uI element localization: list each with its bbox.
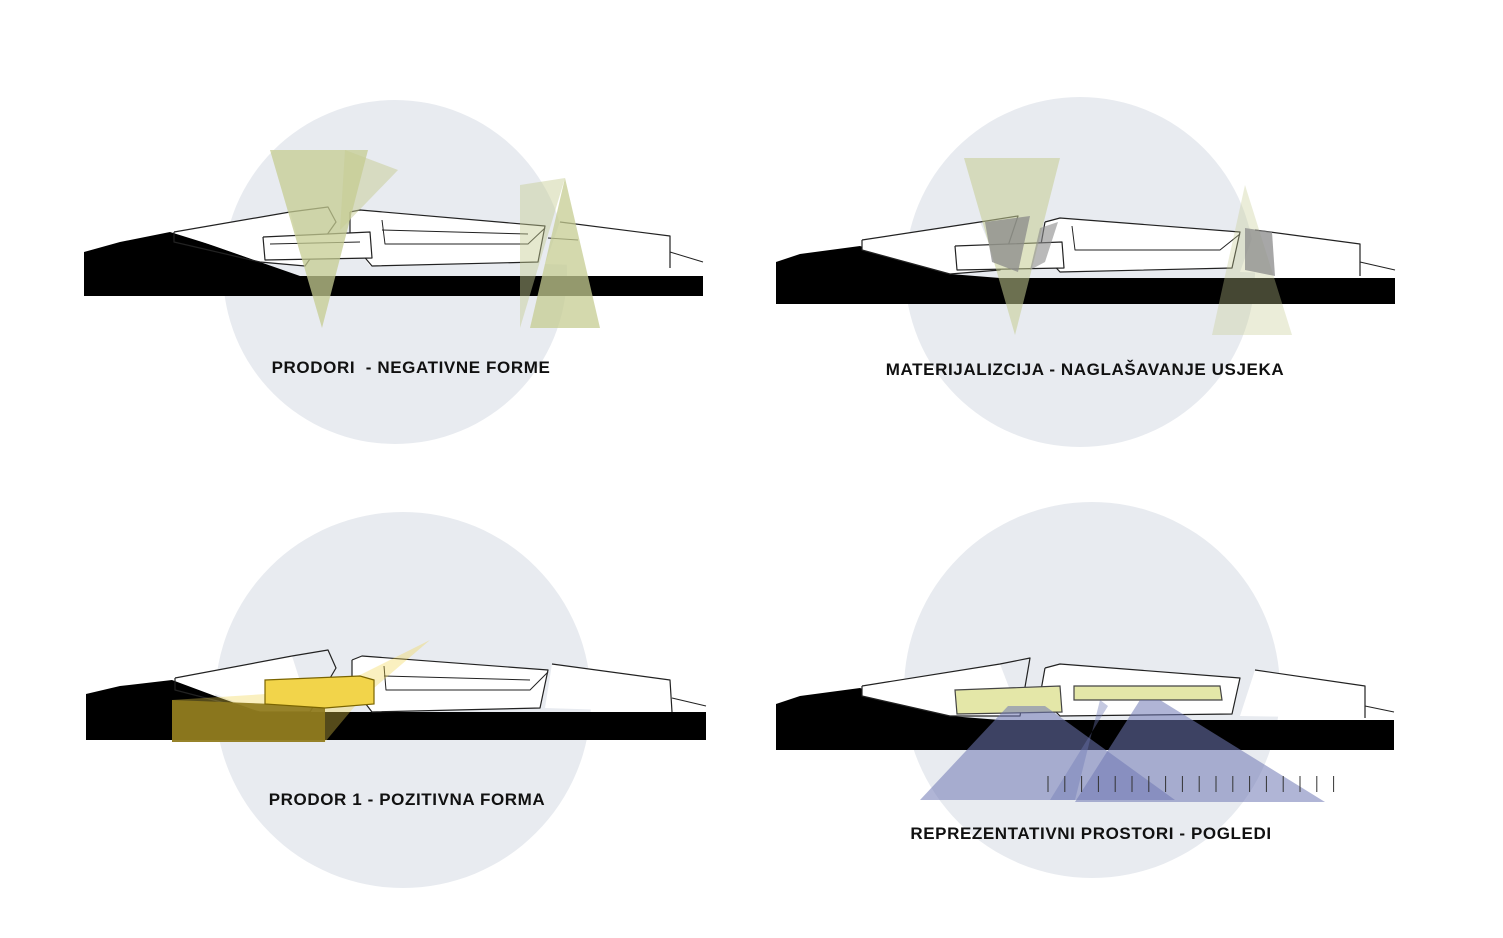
negative-form-cone-2-face bbox=[520, 178, 565, 328]
terrain-line-right bbox=[671, 697, 707, 707]
caption-panel-1: PRODORI - NEGATIVNE FORME bbox=[271, 358, 551, 377]
terrain-line-right bbox=[1359, 261, 1396, 271]
caption-panel-3: PRODOR 1 - POZITIVNA FORMA bbox=[268, 790, 546, 809]
caption-panel-2: MATERIJALIZCIJA - NAGLAŠAVANJE USJEKA bbox=[885, 360, 1285, 379]
panel-1-section bbox=[84, 206, 704, 296]
building-right-outline bbox=[1254, 669, 1366, 718]
positive-form-underground bbox=[172, 700, 325, 742]
building-mid bbox=[352, 656, 548, 712]
building-mid-inner2 bbox=[381, 229, 529, 235]
ground-mass bbox=[776, 688, 1394, 750]
building-mid-inner bbox=[1071, 225, 1241, 251]
cut-surface-1 bbox=[985, 216, 1030, 272]
terrain-line-right bbox=[1364, 705, 1395, 713]
view-cone-1b bbox=[1050, 700, 1108, 800]
building-mid-inner bbox=[381, 219, 546, 245]
building-mid-inner2 bbox=[383, 675, 531, 681]
negative-form-cone-1-face bbox=[340, 150, 398, 230]
negative-form-cone-2 bbox=[530, 178, 600, 328]
cut-surface-2 bbox=[1030, 222, 1058, 270]
building-mid-inner bbox=[383, 665, 549, 691]
building-right-outline bbox=[551, 663, 673, 713]
caption-panel-4: REPREZENTATIVNI PROSTORI - POGLEDI bbox=[910, 824, 1272, 843]
view-cone-2 bbox=[1075, 700, 1325, 802]
representative-space-2 bbox=[1073, 685, 1223, 701]
positive-form-volume bbox=[264, 675, 375, 709]
positive-form-projection bbox=[172, 640, 430, 742]
terrain-line-right bbox=[669, 251, 704, 263]
building-right-outline bbox=[1254, 229, 1361, 276]
panel-2-section bbox=[776, 215, 1396, 304]
ground-mass bbox=[776, 246, 1395, 304]
building-mid bbox=[1040, 218, 1240, 272]
cut-surface-3 bbox=[1245, 228, 1275, 276]
building-mid bbox=[350, 210, 545, 266]
building-right-outline bbox=[559, 221, 671, 268]
